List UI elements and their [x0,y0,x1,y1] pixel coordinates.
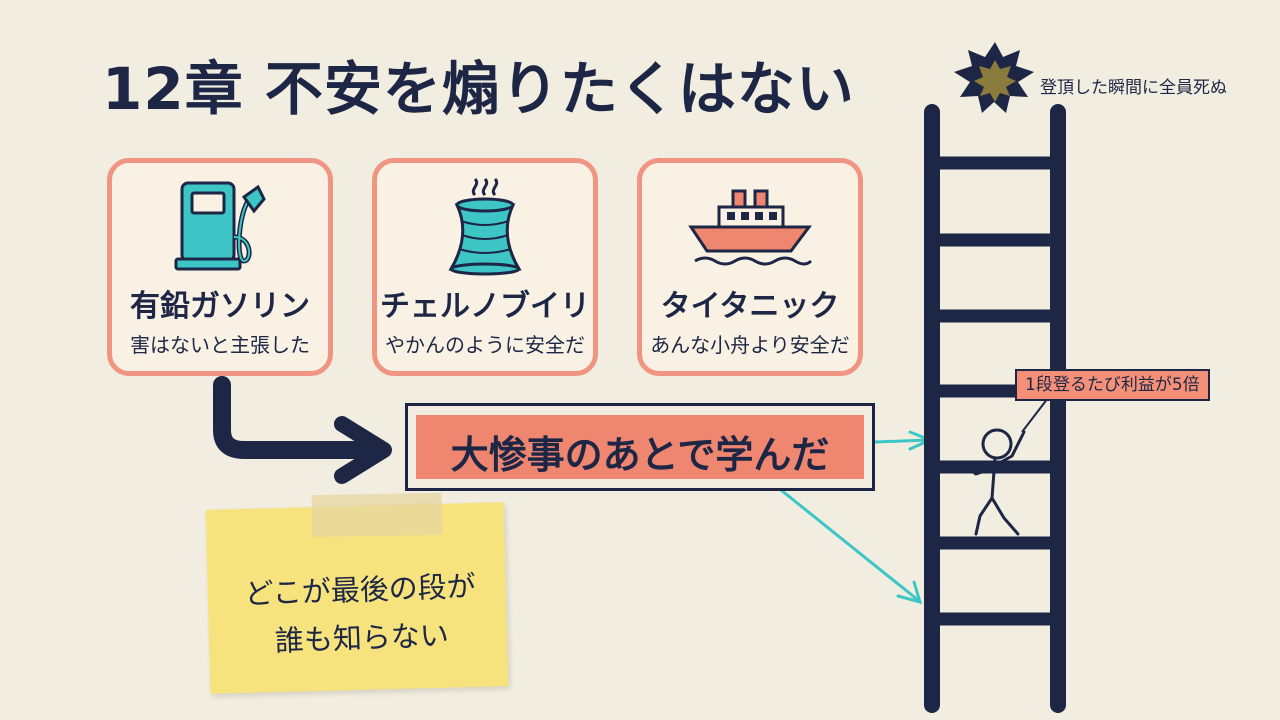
ladder-top-label: 登頂した瞬間に全員死ぬ [1040,78,1227,98]
profit-label: 1段登るたび利益が5倍 [1015,369,1210,401]
teal-arrow-lower [775,484,923,605]
card-name: 有鉛ガソリン [130,289,310,324]
card-leaded-gasoline: 有鉛ガソリン 害はないと主張した [107,158,333,376]
navy-arrowhead [334,416,392,484]
starburst-icon [954,42,1034,113]
ladder [924,104,1066,713]
card-name: タイタニック [660,289,840,324]
page-title: 12章 不安を煽りたくはない [102,55,855,123]
banner-text: 大惨事のあとで学んだ [450,433,830,477]
card-chernobyl: チェルノブイリ やかんのように安全だ [372,158,598,376]
card-desc: 害はないと主張した [130,333,310,357]
banner-learned-after-disaster: 大惨事のあとで学んだ [405,403,875,491]
profit-leader-line [1021,397,1049,433]
banner-fill [416,415,864,479]
teal-arrow-upper [874,430,934,451]
stick-figure-icon [960,428,1026,536]
ship-icon [685,177,815,277]
card-titanic: タイタニック あんな小舟より安全だ [637,158,863,376]
card-desc: あんな小舟より安全だ [650,333,850,357]
navy-arrow [213,376,381,459]
fuel-pump-icon [170,177,270,277]
cooling-tower-icon [435,177,535,281]
card-desc: やかんのように安全だ [385,333,585,357]
card-name: チェルノブイリ [380,289,590,324]
